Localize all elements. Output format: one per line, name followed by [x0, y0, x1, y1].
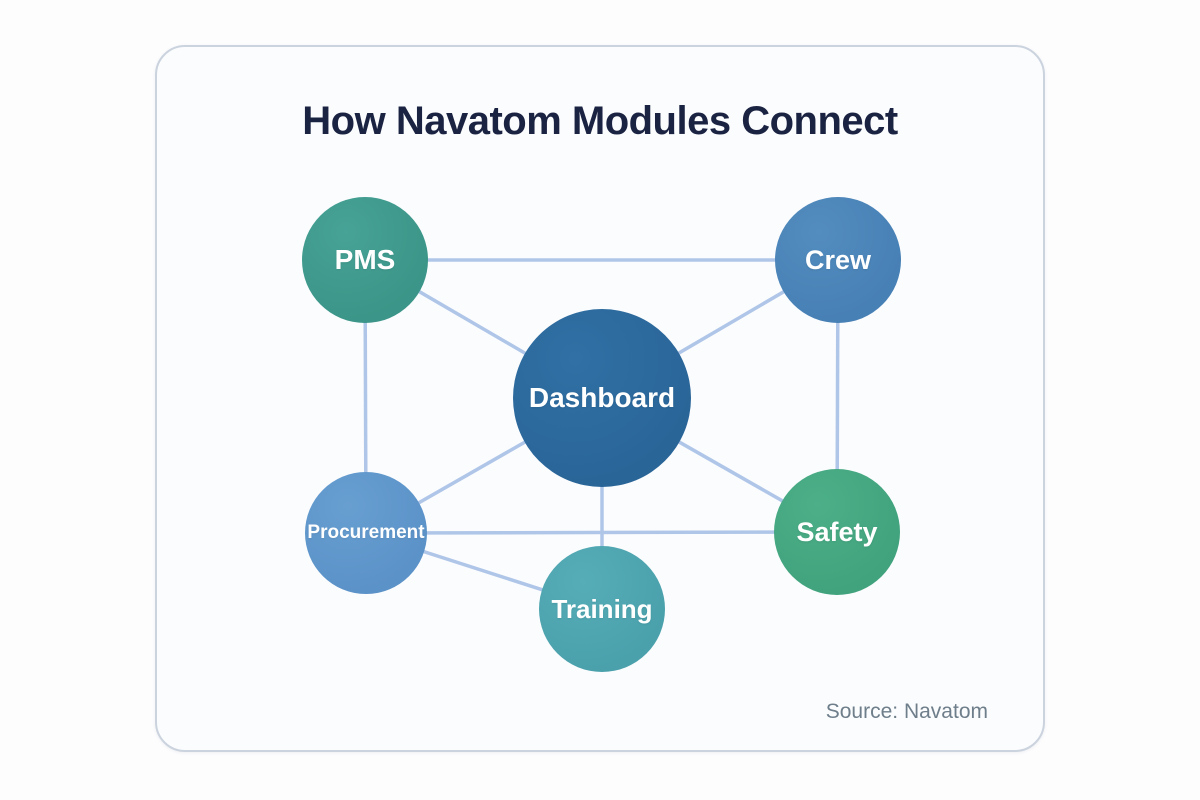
module-node-label-training: Training: [551, 593, 653, 624]
module-node-label-procurement: Procurement: [307, 522, 425, 543]
module-node-label-dashboard: Dashboard: [528, 382, 676, 413]
module-node-safety: Safety: [774, 469, 900, 595]
module-node-label-pms: PMS: [334, 244, 396, 275]
module-node-crew: Crew: [775, 197, 901, 323]
page-title: How Navatom Modules Connect: [302, 99, 898, 143]
module-node-procurement: Procurement: [305, 472, 427, 594]
module-node-label-crew: Crew: [804, 244, 872, 275]
module-node-pms: PMS: [302, 197, 428, 323]
source-caption: Source: Navatom: [825, 700, 988, 723]
module-node-dashboard: Dashboard: [513, 309, 691, 487]
edge-procurement-safety: [365, 530, 838, 535]
module-node-training: Training: [539, 546, 665, 672]
module-node-label-safety: Safety: [796, 516, 878, 547]
